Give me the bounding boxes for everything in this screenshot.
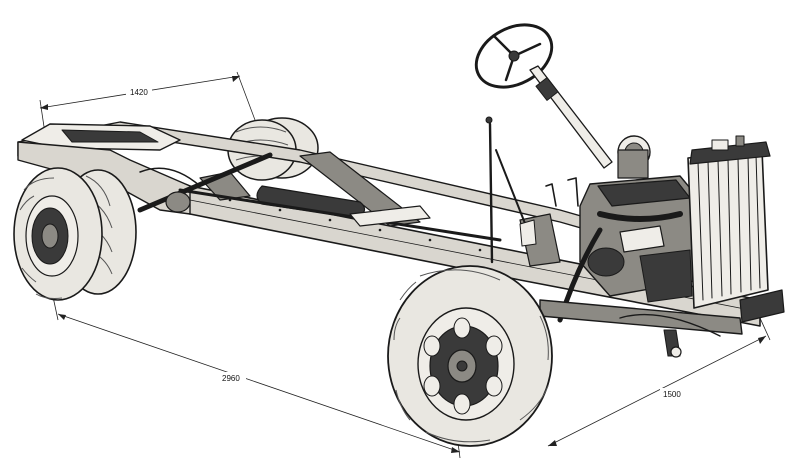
engine (557, 135, 701, 323)
steering-assembly (474, 23, 613, 169)
radiator (687, 135, 785, 323)
front-near-wheel (387, 265, 553, 447)
rear-track-label: 1420 (130, 88, 148, 97)
wheelbase-label: 2960 (222, 374, 240, 383)
dimension-front-track: 1500 (547, 317, 771, 447)
control-levers (485, 116, 579, 264)
drivetrain (178, 185, 502, 242)
front-track-label: 1500 (663, 390, 681, 399)
rear-near-wheels (13, 167, 137, 301)
rear-axle (137, 152, 273, 213)
dimension-rear-track: 1420 (39, 71, 256, 141)
